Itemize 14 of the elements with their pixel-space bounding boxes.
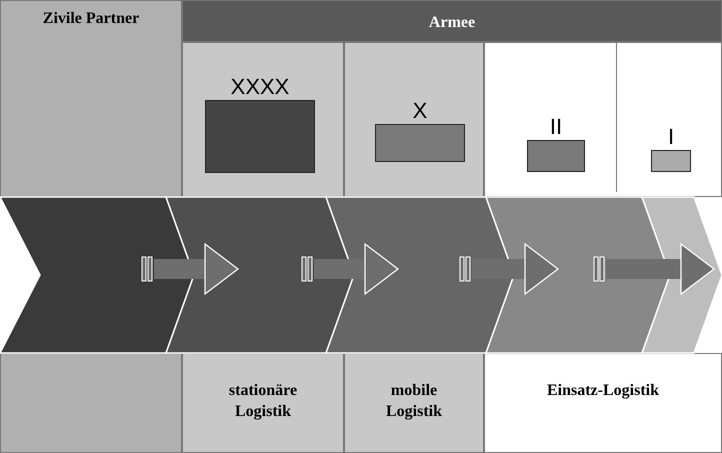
block-arrow (460, 243, 559, 295)
block-arrow (594, 243, 715, 295)
unit-size-symbol: I (666, 125, 676, 149)
column-heading: stationäre Logistik (228, 381, 298, 422)
unit-size-symbol: II (548, 115, 564, 139)
column-heading: Armee (428, 13, 476, 33)
header-band (182, 0, 722, 42)
unit-size-symbol: XXXX (230, 75, 290, 99)
column-heading: Einsatz-Logistik (546, 381, 660, 401)
column-heading: Zivile Partner (42, 9, 140, 29)
column-heading: mobile Logistik (384, 381, 443, 422)
block-arrow (302, 243, 399, 295)
block-arrow (142, 243, 239, 295)
unit-size-symbol: X (412, 99, 428, 123)
